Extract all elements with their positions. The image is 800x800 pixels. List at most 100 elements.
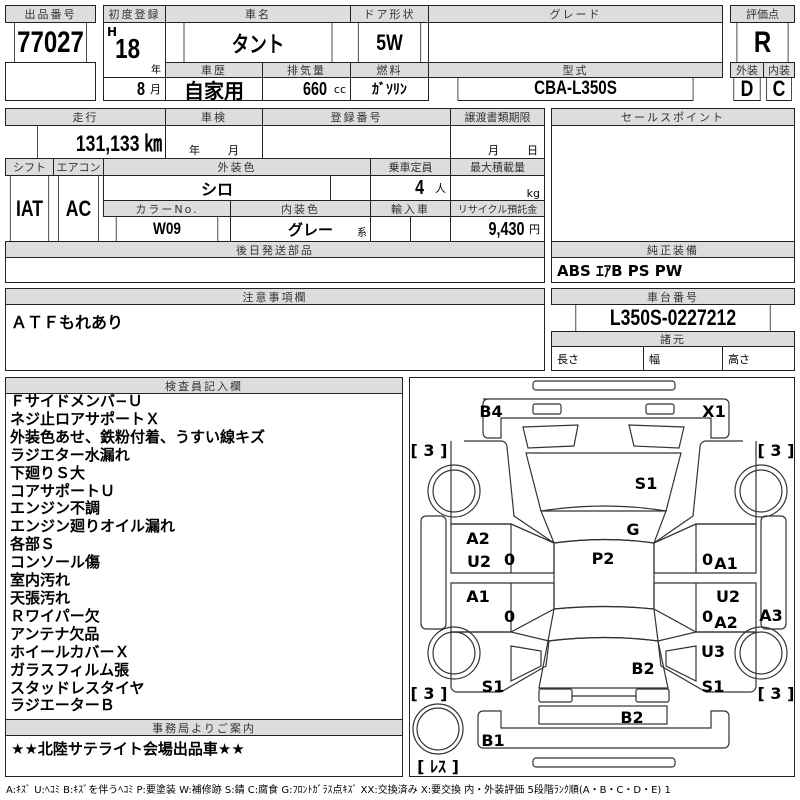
damage-mark: B2 [631, 659, 654, 678]
era: H [107, 25, 118, 39]
inspector-item: ガラスフィルム張 [10, 660, 130, 679]
ext-color-extra [330, 175, 371, 201]
day-unit: 日 [527, 144, 538, 157]
year-unit: 年 [151, 65, 161, 76]
inspection-value: 年月 [165, 125, 263, 159]
color-no-label: カラーNo. [103, 200, 231, 217]
inspector-item: エンジン廻りオイル漏れ [10, 517, 176, 536]
recycle-label: リサイクル預託金 [450, 200, 545, 217]
lot-label: 出品番号 [5, 5, 96, 23]
headlight-left [532, 403, 562, 415]
height: 高さ [722, 346, 795, 371]
max-load-label: 最大積載量 [450, 158, 545, 176]
mileage-label: 走行 [5, 108, 166, 126]
ac-label: エアコン [53, 158, 104, 176]
damage-mark: A3 [759, 606, 783, 625]
chassis-label: 車台番号 [551, 288, 795, 305]
damage-mark: X1 [702, 402, 725, 421]
max-load-unit: kg [450, 175, 545, 201]
door-label: ドア形状 [350, 5, 429, 23]
transfer-value: 月日 [450, 125, 545, 159]
fender-front-left [450, 440, 555, 544]
fuel-label: 燃料 [350, 62, 429, 78]
first-reg-label: 初度登録 [103, 5, 166, 23]
int-score-label: 内装 [763, 62, 795, 78]
model-label: 型式 [428, 62, 723, 78]
displacement-label: 排気量 [262, 62, 351, 78]
taillight-right [635, 688, 670, 703]
equipment-value: ABS ｴｱB PS PW [551, 257, 795, 283]
rear-bumper [477, 710, 730, 749]
tire-fl: [ 3 ] [411, 441, 448, 460]
doors-right [653, 523, 757, 633]
reg-no-value [262, 125, 451, 159]
first-reg-year: H 18 年 [103, 22, 166, 78]
int-score: C [766, 77, 792, 101]
month-unit: 月 [228, 144, 239, 157]
zero-mark: 0 [702, 550, 713, 569]
damage-mark: S1 [482, 677, 505, 696]
notes-value: ＡＴＦもれあり [5, 304, 545, 371]
width: 幅 [643, 346, 723, 371]
inspector-item: 室内汚れ [10, 571, 71, 590]
inspector-item: ラジエター水漏れ [10, 445, 130, 464]
damage-mark: S1 [702, 677, 725, 696]
inspector-item: Ｆサイドメンバ−Ｕ [10, 392, 143, 410]
inspector-item: Ｒワイパー欠 [10, 606, 100, 625]
office-label: 事務局よりご案内 [5, 719, 403, 736]
zero-mark: 0 [702, 607, 713, 626]
grade-value [428, 22, 723, 63]
int-color-label: 内装色 [230, 200, 371, 217]
year-unit: 年 [189, 144, 200, 157]
spare-tire: [ ﾚｽ ] [417, 757, 459, 776]
headlight-right [645, 403, 675, 415]
ext-score-label: 外装 [730, 62, 764, 78]
fender-front-right [653, 440, 757, 544]
sales-point-label: セールスポイント [551, 108, 795, 126]
reg-no-label: 登録番号 [262, 108, 451, 126]
legend: A:ｷｽﾞ U:ﾍｺﾐ B:ｷｽﾞを伴うﾍｺﾐ P:要塗装 W:補修跡 S:錆 … [6, 785, 671, 796]
fender-rear-left [450, 631, 550, 693]
ext-score: D [733, 77, 761, 101]
chassis-value: L350S-0227212 [575, 304, 771, 332]
fender-rear-right [657, 631, 757, 693]
fuel-value: ｶﾞｿﾘﾝ [350, 77, 429, 101]
cc-unit: cc [333, 82, 346, 96]
mileage-value: 131,133 ㎞ [37, 125, 166, 159]
import-b [410, 216, 451, 242]
int-color-value: グレー [287, 220, 333, 239]
car-name-label: 車名 [165, 5, 351, 23]
month-unit: 月 [150, 83, 161, 96]
front-bumper [482, 398, 730, 439]
displacement: 660 cc [262, 77, 351, 101]
model-value: CBA-L350S [457, 77, 694, 101]
front-bumper-top [532, 380, 676, 391]
inspector-item: 天張汚れ [10, 588, 71, 607]
capacity-label: 乗車定員 [370, 158, 451, 176]
inspector-item: 下廻りＳ大 [10, 463, 86, 482]
rear-glass [547, 605, 659, 642]
lot-number: 77027 [14, 22, 87, 63]
lot-blank [5, 62, 96, 101]
wheels [412, 464, 788, 755]
int-color-suffix: 系 [357, 228, 367, 239]
damage-mark: A1 [466, 587, 490, 606]
capacity-unit: 人 [435, 182, 446, 195]
capacity-value: 4 [414, 176, 424, 199]
damage-mark: B4 [479, 402, 502, 421]
door-type: 5W [357, 22, 422, 63]
later-parts-label: 後日発送部品 [5, 241, 545, 258]
inspection-label: 車検 [165, 108, 263, 126]
transfer-label: 譲渡書類期限 [450, 108, 545, 126]
damage-diagram: [ 3 ] [ 3 ] [ 3 ] [ 3 ] [ ﾚｽ ] 0 0 0 0 B… [409, 377, 795, 777]
front-lights [522, 424, 685, 449]
damage-mark: U2 [467, 552, 491, 571]
displacement-value: 660 [302, 78, 327, 99]
equipment-label: 純正装備 [551, 241, 795, 258]
damage-mark: A2 [466, 529, 490, 548]
inspector-item: スタッドレスタイヤ [10, 678, 145, 697]
damage-mark: A2 [714, 613, 738, 632]
ac-value: AC [58, 175, 99, 242]
